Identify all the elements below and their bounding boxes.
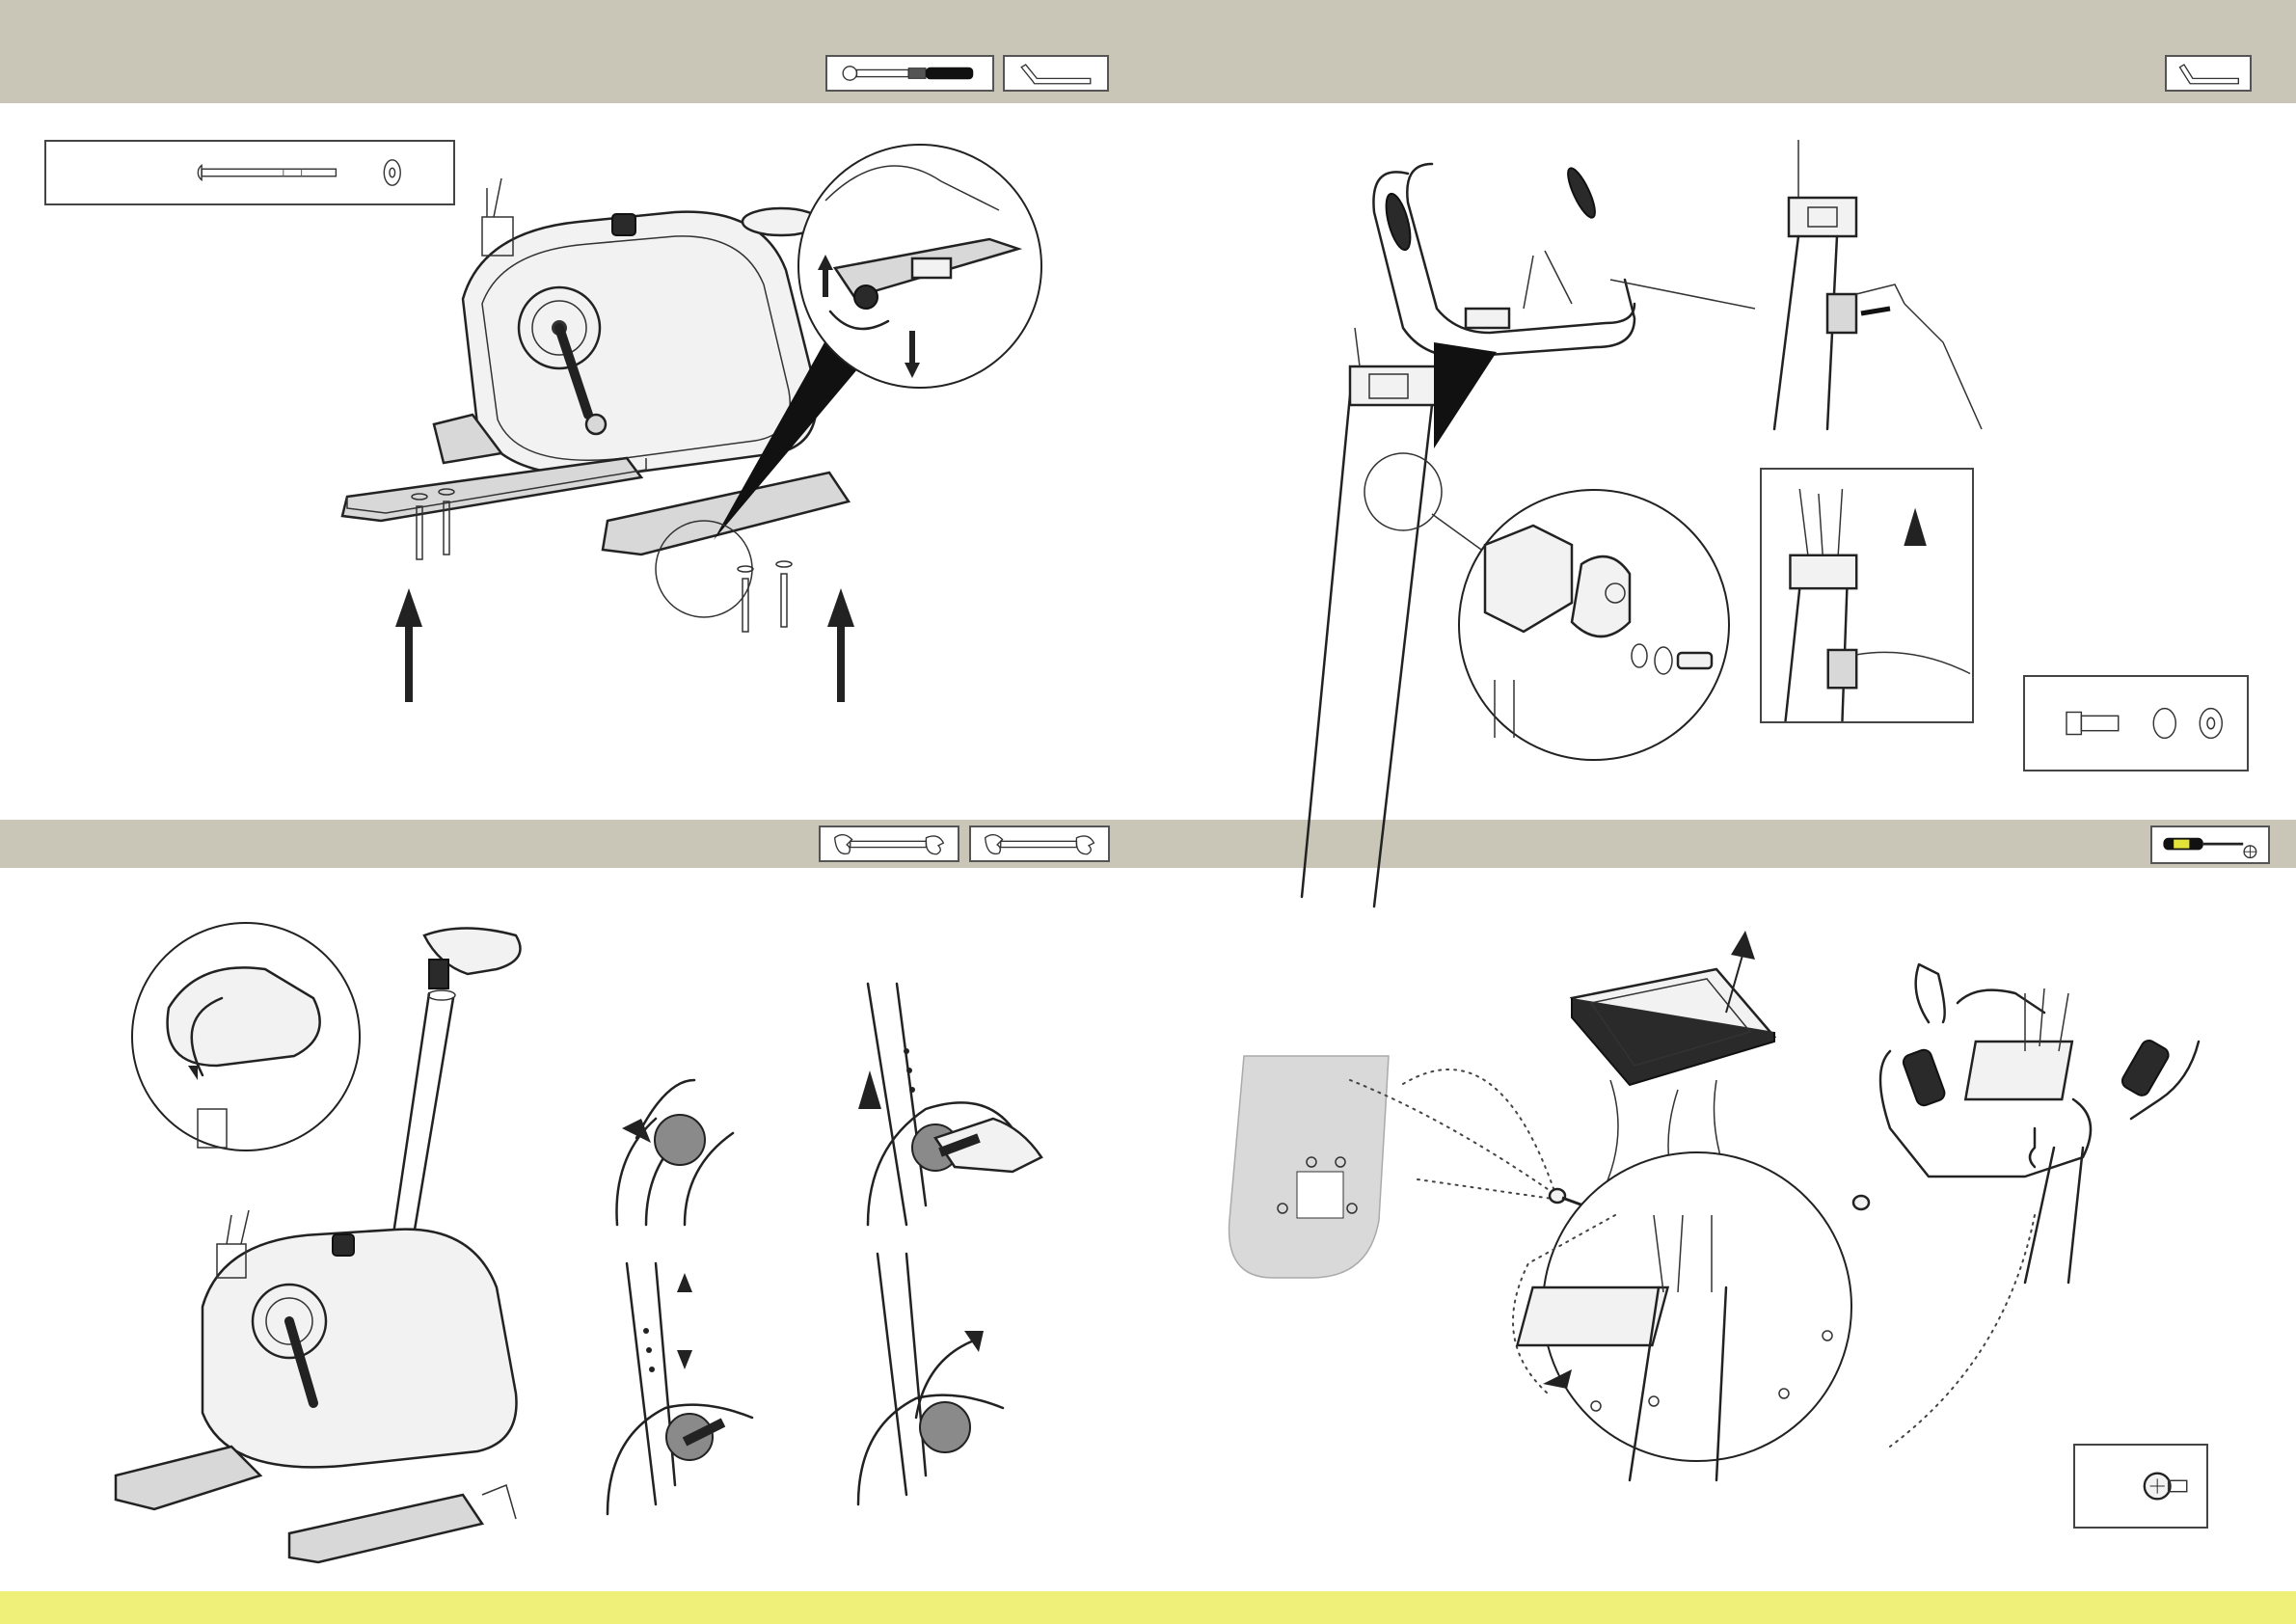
carriage-bolt-icon	[198, 165, 336, 179]
footer-strip	[0, 1591, 2296, 1624]
middle-header-band	[0, 820, 2296, 868]
spring-washer-icon	[2153, 709, 2175, 739]
open-end-wrench-icon	[969, 826, 1110, 862]
bolt-set-front	[738, 561, 792, 632]
step2-cable-detail-top	[1760, 140, 1982, 429]
socket-bolt-icon	[2066, 712, 2119, 734]
open-end-wrench-icon	[819, 826, 959, 862]
screw-icon	[1853, 1196, 1869, 1209]
knob-detail-1	[598, 1061, 762, 1230]
torque-wrench-icon	[825, 55, 994, 92]
zoom-callout-foot-leveler	[797, 143, 1043, 390]
allen-key-icon	[2165, 55, 2252, 92]
zoom-callout-clamp	[1456, 487, 1732, 763]
knob-detail-2	[849, 984, 1041, 1230]
flat-washer-icon	[2200, 709, 2222, 739]
step2-cable-detail-box	[1760, 468, 1974, 723]
step4-console-diagram	[1225, 926, 2285, 1504]
phillips-screwdriver-icon	[2150, 826, 2270, 864]
allen-key-icon	[1003, 55, 1109, 92]
step3-seat-post-diagram	[116, 916, 550, 1572]
screw-icon	[2145, 1474, 2187, 1500]
up-arrow-icon	[395, 588, 422, 702]
hardware-box-step2	[2023, 675, 2249, 771]
knob-detail-3	[598, 1263, 762, 1524]
screw-icon	[1550, 1189, 1583, 1205]
top-header-band	[0, 0, 2296, 103]
hardware-box-step4	[2073, 1444, 2208, 1529]
up-arrow-icon	[827, 588, 854, 702]
knob-detail-4	[849, 1254, 1041, 1514]
